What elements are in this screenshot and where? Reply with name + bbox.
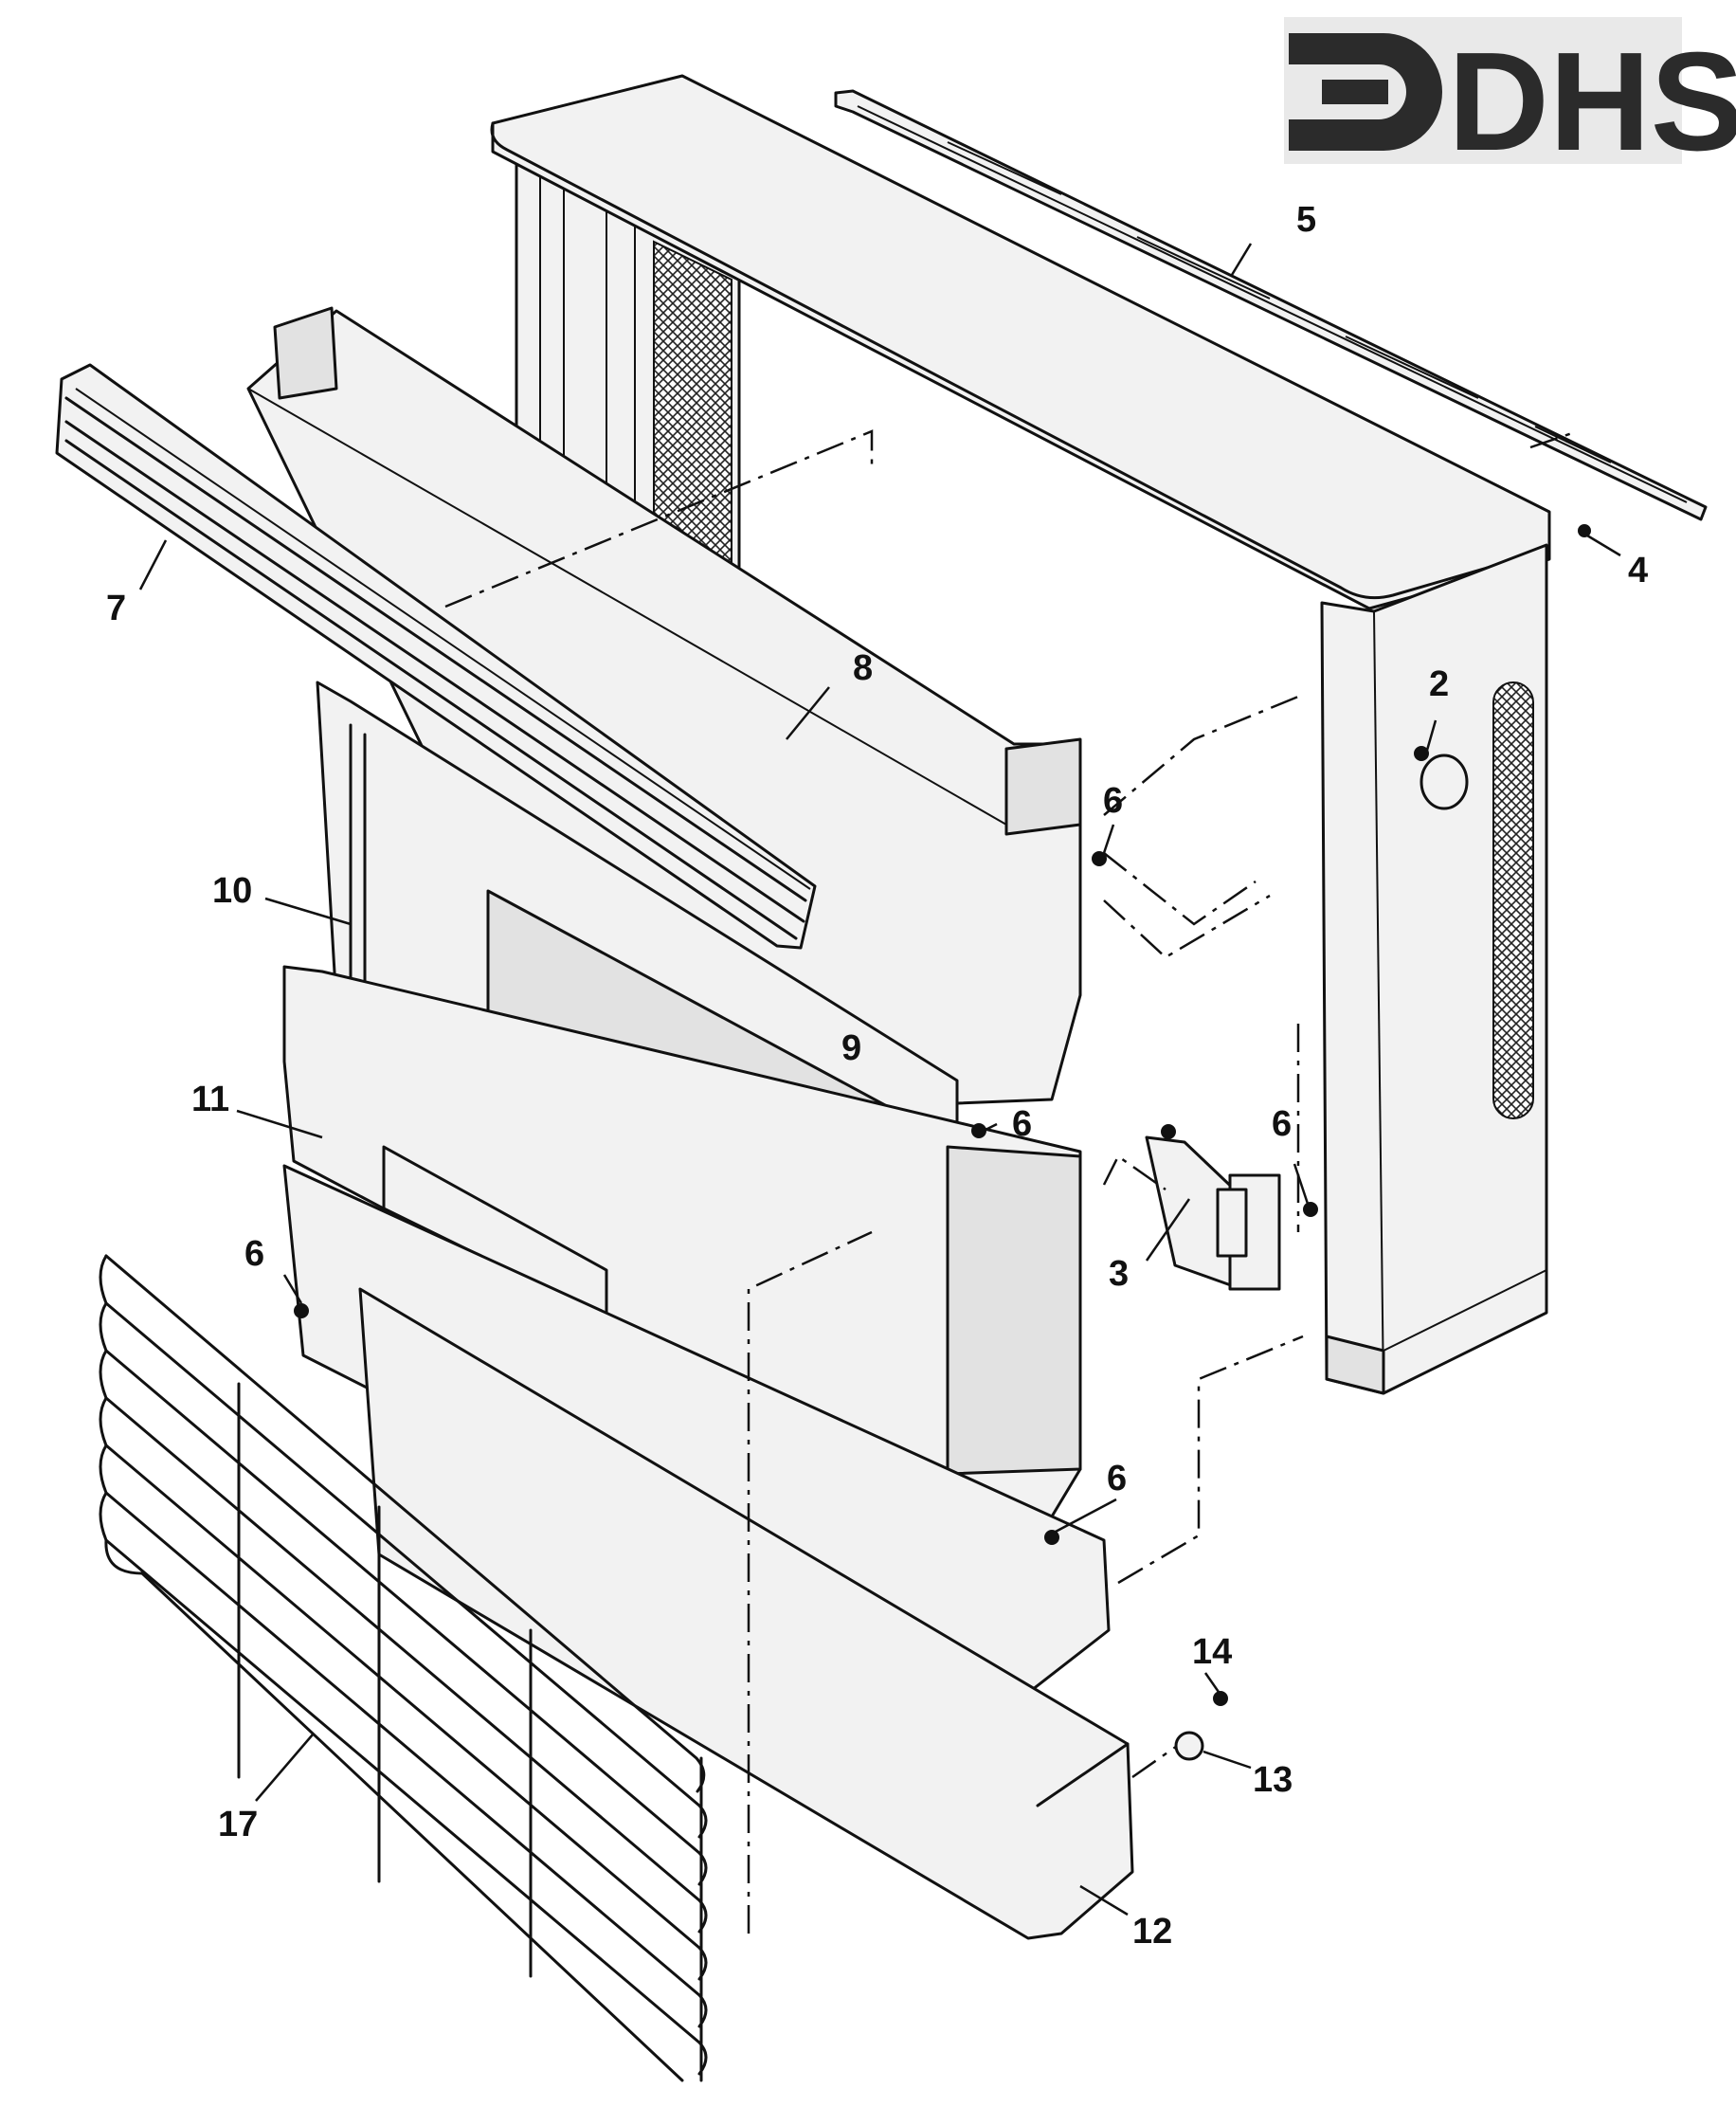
part-3-bracket (1145, 1135, 1281, 1291)
assembly-lines (444, 429, 1579, 1934)
callout-13: 13 (1253, 1760, 1293, 1800)
callout-6-left: 6 (244, 1234, 264, 1274)
screw-icon (1303, 1202, 1318, 1217)
callout-9: 9 (841, 1028, 861, 1068)
screw-icon (1414, 746, 1429, 761)
screw-icon (1578, 524, 1591, 537)
callout-4: 4 (1628, 551, 1648, 590)
screw-icon (1213, 1691, 1228, 1706)
callout-14: 14 (1192, 1632, 1232, 1672)
screw-icon (1161, 1124, 1176, 1139)
callout-8: 8 (853, 648, 873, 688)
part-5-top-rail (834, 89, 1708, 521)
callout-6-panel: 6 (1012, 1104, 1032, 1144)
washer-icon (1174, 1731, 1204, 1761)
callout-17: 17 (218, 1805, 258, 1844)
screw-icon (1044, 1530, 1059, 1545)
part-17-wire-guard (99, 1254, 708, 2082)
logo-text: DHS (1448, 24, 1736, 180)
callout-6-baffle: 6 (1103, 781, 1123, 821)
part-7-louvre-grille (55, 363, 817, 950)
screw-icon (971, 1123, 986, 1138)
callout-2: 2 (1429, 664, 1449, 704)
side-knob-hole (1420, 754, 1469, 810)
screw-icon (1092, 851, 1107, 866)
leader-lines (138, 243, 1621, 1916)
callout-10: 10 (212, 871, 252, 911)
callout-6-bracket: 6 (1272, 1104, 1292, 1144)
logo-arrow-bar (1322, 80, 1388, 104)
side-vent-mesh (1492, 681, 1534, 1119)
callout-7: 7 (106, 589, 126, 628)
callout-labels: 2 3 4 5 6 6 6 6 6 7 8 9 10 11 12 13 14 1… (106, 200, 1648, 1952)
part-11-front-panel (282, 965, 1082, 1518)
callout-3: 3 (1109, 1254, 1129, 1294)
callout-6-tray: 6 (1107, 1459, 1127, 1498)
callout-12: 12 (1132, 1912, 1172, 1952)
screws (294, 524, 1591, 1761)
dhs-logo: DHS (1284, 17, 1736, 180)
screw-icon (294, 1303, 309, 1318)
callout-11: 11 (191, 1080, 229, 1119)
callout-5: 5 (1296, 200, 1316, 240)
logo-arrow-mark (1289, 33, 1442, 151)
